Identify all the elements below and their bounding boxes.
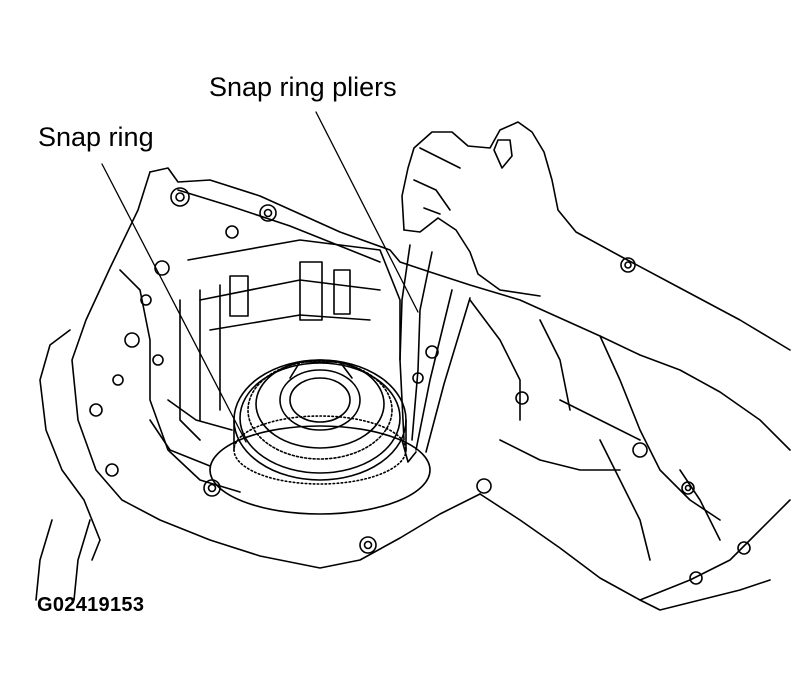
leader-lines	[101, 111, 419, 443]
case-bolt-holes	[89, 187, 751, 585]
ring-gear-assembly	[209, 359, 431, 515]
snap-ring-leader	[101, 163, 247, 443]
transmission-case	[35, 167, 791, 611]
snap-ring-pliers	[399, 244, 471, 463]
clutch-drum	[149, 239, 401, 467]
snap-ring-pliers-label: Snap ring pliers	[209, 72, 397, 102]
snap-ring-pliers-leader	[315, 111, 419, 313]
figure-id: G02419153	[37, 594, 145, 616]
snap-ring-label: Snap ring	[38, 122, 154, 152]
hand	[401, 121, 791, 351]
